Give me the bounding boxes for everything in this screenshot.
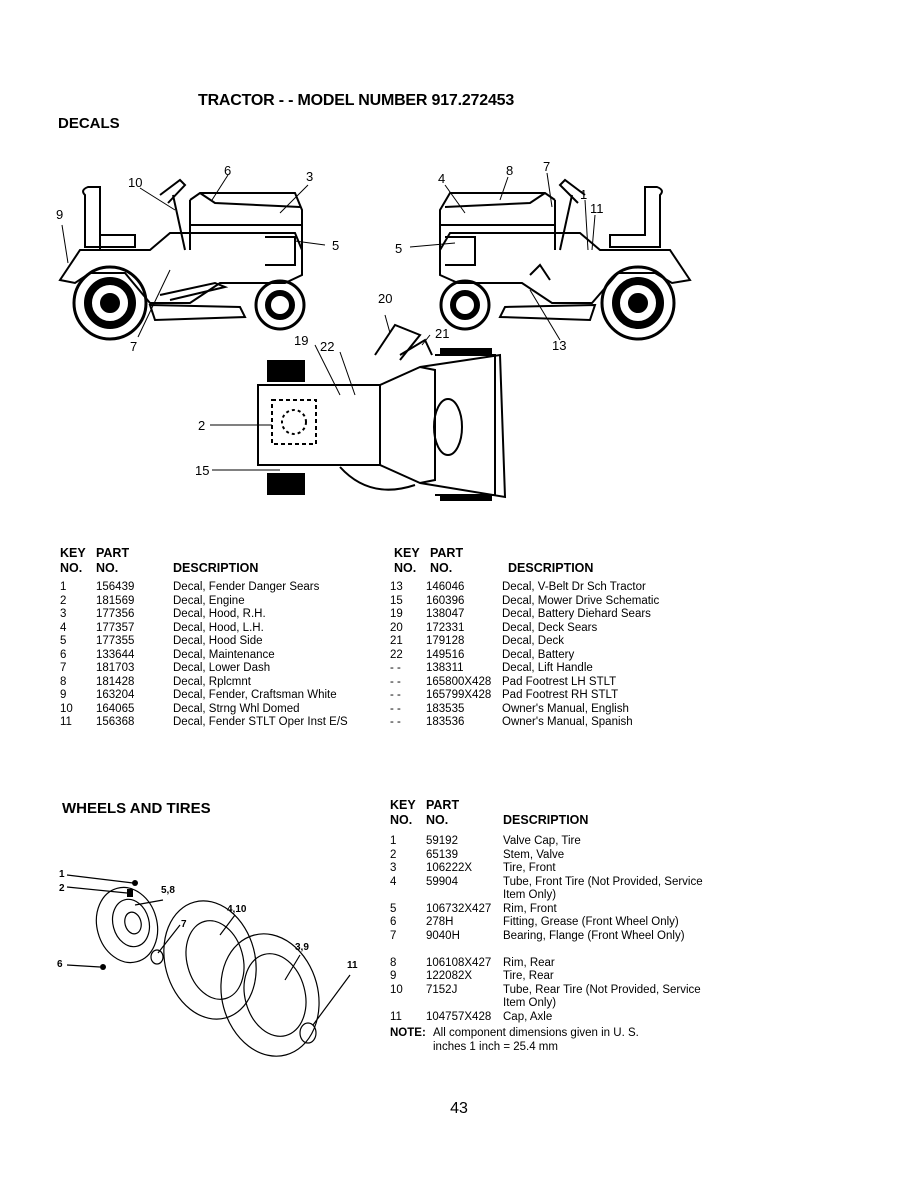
callout-13: 13 [552,338,566,353]
key-header-top: KEY [394,546,420,560]
key-header: NO. [394,561,417,575]
callout-5b: 5 [395,241,402,256]
key-header: NO. [390,813,413,827]
callout-2: 2 [198,418,205,433]
callout-15: 15 [195,463,209,478]
callout-7: 7 [130,339,137,354]
callout-21: 21 [435,326,449,341]
description-header: DESCRIPTION [503,813,589,827]
page-title: TRACTOR - - MODEL NUMBER 917.272453 [198,92,515,109]
wheels-heading: WHEELS AND TIRES [62,800,211,817]
description-header: DESCRIPTION [173,561,259,575]
note-text: All component dimensions given in U. S. … [433,1027,639,1053]
wheel-callout-6: 6 [57,959,63,970]
wheel-callout-7: 7 [181,919,187,930]
callout-3: 3 [306,169,313,184]
callout-22: 22 [320,339,334,354]
wheel-callout-11: 11 [347,960,358,971]
callout-7b: 7 [543,159,550,174]
decals-right-header: KEY PART NO. NO. DESCRIPTION [392,546,702,576]
part-header-top: PART [426,798,460,812]
decals-heading: DECALS [58,115,120,132]
callout-11: 11 [590,201,604,216]
tractor-right-side-illustration [439,178,692,341]
key-header: NO. [60,561,83,575]
description-header: DESCRIPTION [508,561,594,575]
front-tire-illustration [163,900,257,1020]
part-header: NO. [96,561,119,575]
wheel-callout-5-8: 5,8 [161,885,175,896]
note: NOTE: All component dimensions given in … [390,1027,680,1053]
callout-4: 4 [438,171,445,186]
callout-10: 10 [128,175,142,190]
key-header-top: KEY [390,798,416,812]
wheel-callout-1: 1 [59,869,65,880]
part-header: NO. [426,813,449,827]
callout-6: 6 [224,163,231,178]
callout-1: 1 [580,187,587,202]
callout-9: 9 [56,207,63,222]
rear-tire-illustration [220,933,320,1057]
page-number: 43 [450,1100,468,1117]
part-header-top: PART [430,546,464,560]
decals-left-header: KEY PART NO. NO. DESCRIPTION [60,546,380,576]
part-header-top: PART [96,546,130,560]
callout-19: 19 [294,333,308,348]
front-wheel-illustration [95,886,164,965]
tractor-left-side-illustration [58,178,306,341]
decals-diagram: 10 6 3 9 5 7 4 8 7 1 11 5 13 20 19 22 21… [56,159,692,501]
note-label: NOTE: [390,1027,426,1039]
wheel-callout-2: 2 [59,883,65,894]
wheel-callout-4-10: 4,10 [227,904,247,915]
wheels-header: KEY PART NO. NO. DESCRIPTION [390,798,710,828]
callout-20: 20 [378,291,392,306]
callout-8: 8 [506,163,513,178]
callout-5: 5 [332,238,339,253]
key-header-top: KEY [60,546,86,560]
wheels-diagram: 1 2 5,8 7 4,10 6 3,9 11 [57,869,358,1057]
wheel-callout-3-9: 3,9 [295,942,309,953]
part-header: NO. [430,561,453,575]
